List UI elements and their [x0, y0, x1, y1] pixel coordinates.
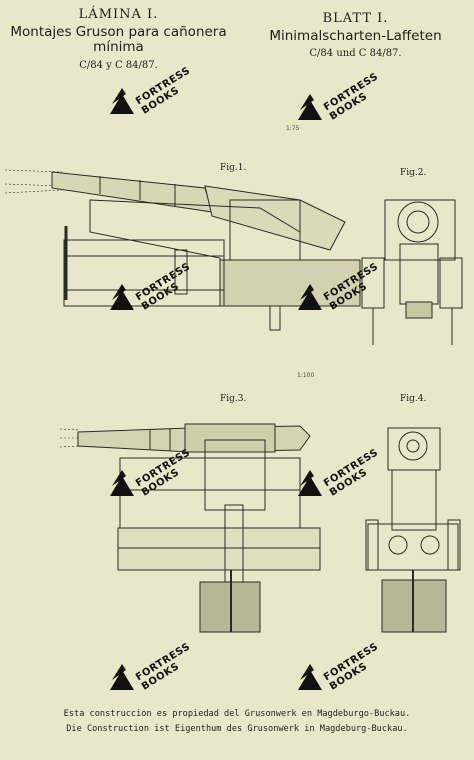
fortress-icon	[110, 470, 134, 496]
plate-number-de: BLATT I.	[322, 11, 389, 26]
caption-de: Die Construction ist Eigenthum des Gruso…	[66, 724, 408, 734]
header-right: BLATT I. Minimalscharten-Laffeten C/84 u…	[237, 11, 474, 60]
fortress-icon	[298, 94, 322, 120]
fig4-front-view	[365, 427, 461, 633]
plate-title-de: Minimalscharten-Laffeten	[269, 27, 442, 44]
fig1-side-view	[4, 169, 361, 331]
fortress-icon	[298, 664, 322, 690]
fig3-label: Fig.3.	[220, 394, 247, 404]
fortress-icon	[298, 284, 322, 310]
scale-top: 1:75	[286, 125, 300, 132]
plate-number-es: LÁMINA I.	[78, 7, 159, 22]
caption-es: Esta construccion es propiedad del Gruso…	[63, 709, 411, 719]
fig2-front-view	[361, 199, 463, 345]
header-left: LÁMINA I. Montajes Gruson para cañonera …	[0, 7, 237, 71]
fortress-icon	[110, 284, 134, 310]
fortress-icon	[298, 470, 322, 496]
fig2-label: Fig.2.	[400, 168, 427, 178]
plate-title-es: Montajes Gruson para cañonera mínima	[0, 23, 237, 56]
fig4-label: Fig.4.	[400, 394, 427, 404]
fig1-label: Fig.1.	[220, 163, 247, 173]
fortress-icon	[110, 664, 134, 690]
plate-title-es-line2: mínima	[93, 39, 144, 56]
plate-title-es-line1: Montajes Gruson para cañonera	[10, 23, 227, 40]
scale-mid: 1:100	[297, 372, 315, 379]
plate-models-es: C/84 y C 84/87.	[79, 59, 158, 71]
plate-models-de: C/84 und C 84/87.	[309, 48, 402, 60]
fig3-side-view	[59, 423, 321, 633]
fortress-icon	[110, 88, 134, 114]
